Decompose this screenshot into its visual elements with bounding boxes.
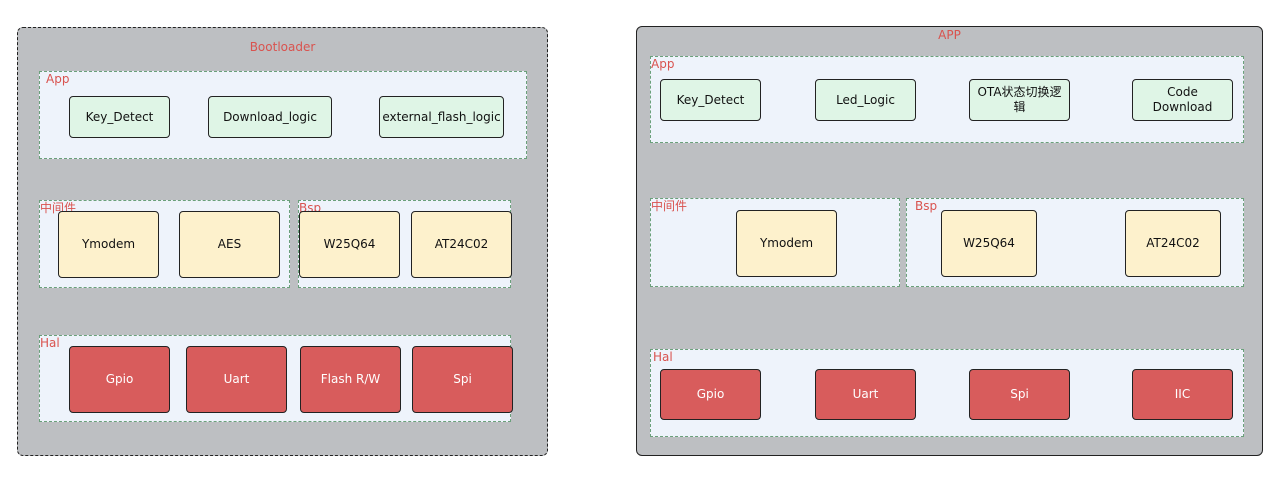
app-app-layer: App Key_Detect Led_Logic OTA状态切换逻辑 Code … (650, 56, 1244, 143)
bootloader-w25q64-box: W25Q64 (299, 211, 400, 278)
bootloader-uart-box: Uart (186, 346, 287, 413)
app-panel: APP App Key_Detect Led_Logic OTA状态切换逻辑 C… (636, 26, 1263, 456)
bootloader-hal-layer: Hal Gpio Uart Flash R/W Spi (39, 335, 513, 422)
bootloader-key-detect-box: Key_Detect (69, 96, 170, 138)
app-iic-box: IIC (1132, 369, 1233, 420)
app-middleware-label: 中间件 (651, 199, 688, 213)
bootloader-spi-box: Spi (412, 346, 513, 413)
bootloader-ymodem-box: Ymodem (58, 211, 159, 278)
app-ota-state-switch-logic-box: OTA状态切换逻辑 (969, 79, 1070, 121)
bootloader-panel: Bootloader App Key_Detect Download_logic… (17, 27, 548, 456)
app-bsp-layer: Bsp W25Q64 AT24C02 (906, 198, 1244, 287)
app-panel-title: APP (938, 28, 961, 42)
app-uart-box: Uart (815, 369, 916, 420)
app-gpio-box: Gpio (660, 369, 761, 420)
app-ymodem-box: Ymodem (736, 210, 837, 277)
bootloader-bsp-layer: Bsp W25Q64 AT24C02 (298, 200, 512, 288)
bootloader-title: Bootloader (249, 40, 316, 54)
app-at24c02-box: AT24C02 (1125, 210, 1221, 277)
bootloader-app-label: App (46, 72, 70, 86)
bootloader-download-logic-box: Download_logic (208, 96, 332, 138)
app-key-detect-box: Key_Detect (660, 79, 761, 121)
app-led-logic-box: Led_Logic (815, 79, 916, 121)
bootloader-middleware-layer: 中间件 Ymodem AES (39, 200, 290, 288)
bootloader-flash-rw-box: Flash R/W (300, 346, 401, 413)
bootloader-app-layer: App Key_Detect Download_logic external_f… (39, 71, 527, 159)
app-w25q64-box: W25Q64 (941, 210, 1037, 277)
bootloader-hal-label: Hal (40, 336, 60, 350)
app-bsp-label: Bsp (915, 199, 938, 213)
app-code-download-box: Code Download (1132, 79, 1233, 121)
app-hal-label: Hal (653, 350, 673, 364)
app-spi-box: Spi (969, 369, 1070, 420)
app-middleware-layer: 中间件 Ymodem (650, 198, 900, 287)
bootloader-external-flash-logic-box: external_flash_logic (379, 96, 504, 138)
bootloader-gpio-box: Gpio (69, 346, 170, 413)
bootloader-aes-box: AES (179, 211, 280, 278)
app-app-label: App (651, 57, 675, 71)
bootloader-at24c02-box: AT24C02 (411, 211, 512, 278)
app-hal-layer: Hal Gpio Uart Spi IIC (650, 349, 1244, 437)
